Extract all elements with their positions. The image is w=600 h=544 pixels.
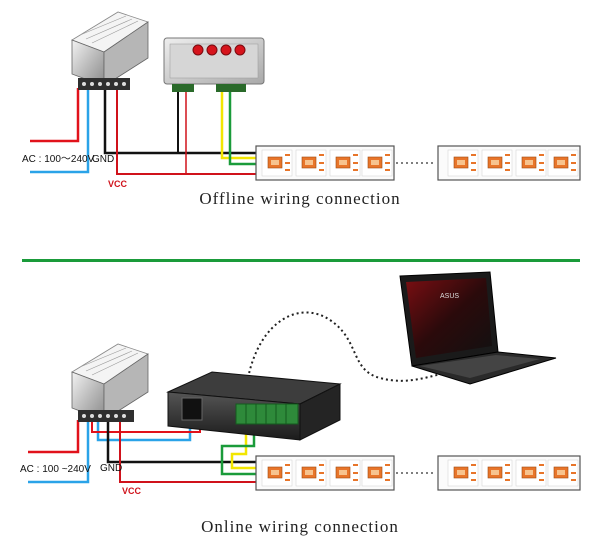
ac-red-wire — [28, 420, 80, 454]
led-strip-left — [255, 455, 395, 491]
power-supply-icon — [71, 11, 149, 90]
ac-red-wire — [30, 88, 80, 143]
gnd-wire — [106, 420, 258, 464]
data-green-wire — [220, 428, 258, 476]
led-strip-right — [437, 145, 581, 181]
data-green-wire — [228, 92, 258, 166]
vcc-wire — [119, 420, 258, 483]
network-cable — [247, 311, 461, 382]
gnd-label: GND — [100, 463, 122, 474]
ac-blue-wire — [28, 420, 90, 484]
offline-caption: Offline wiring connection — [199, 189, 400, 208]
power-supply-icon — [71, 343, 149, 422]
pc-controller-icon — [166, 371, 342, 441]
ac-label: AC : 100～240V — [22, 154, 95, 165]
data-yellow-wire — [220, 92, 258, 160]
led-strip-right — [437, 455, 581, 491]
gnd-wire — [103, 88, 258, 155]
vcc-label: VCC — [122, 486, 142, 496]
laptop-icon: ASUS — [399, 271, 557, 385]
ac-blue-wire — [30, 88, 90, 174]
gnd-label: GND — [92, 154, 114, 165]
led-strip-left — [255, 145, 395, 181]
vcc-label: VCC — [108, 179, 128, 189]
laptop-brand: ASUS — [440, 293, 459, 300]
sd-controller-icon — [163, 37, 265, 92]
vcc-wire — [116, 88, 258, 175]
section-divider — [22, 259, 580, 262]
online-caption: Online wiring connection — [201, 517, 399, 536]
offline-section: AC : 100～240V GND VCC Offline wiring con… — [22, 11, 581, 208]
online-section: ASUS AC : 100 ~240V GND VCC Online wirin… — [20, 271, 581, 536]
ac-label: AC : 100 ~240V — [20, 464, 91, 475]
